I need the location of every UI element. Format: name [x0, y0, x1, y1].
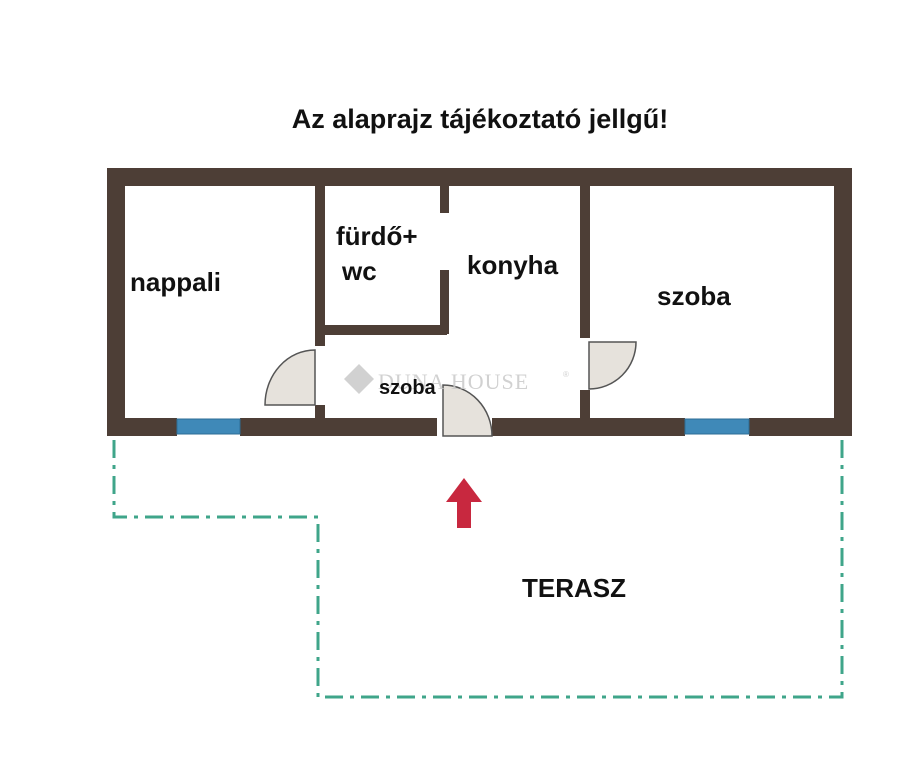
room-label-nappali: nappali	[130, 267, 221, 297]
room-label-hall: szoba	[379, 377, 437, 399]
wall-nappali-bath	[315, 186, 325, 346]
west-wall	[107, 168, 125, 436]
watermark: DUNA HOUSE ®	[344, 364, 569, 394]
entrance-arrow-icon	[446, 478, 482, 528]
door-nappali	[264, 349, 316, 406]
room-label-konyha: konyha	[467, 250, 559, 280]
wall-kitchen-room-top	[580, 186, 590, 338]
south-wall-b	[240, 418, 437, 436]
duna-house-logo-icon	[344, 364, 374, 394]
doors	[264, 341, 637, 437]
wall-bath-east-top	[440, 186, 449, 213]
north-wall	[107, 168, 852, 186]
watermark-registered-mark: ®	[563, 370, 569, 379]
wall-kitchen-room-low	[580, 390, 590, 420]
east-wall	[834, 186, 852, 436]
wall-bath-south	[315, 325, 447, 335]
door-szoba	[588, 341, 637, 390]
room-label-szoba: szoba	[657, 281, 731, 311]
walls	[107, 168, 852, 436]
windows	[176, 418, 750, 435]
wall-nappali-hall-low	[315, 405, 325, 420]
wall-bath-east-low	[440, 270, 449, 334]
plan-disclaimer-title: Az alaprajz tájékoztató jellgű!	[292, 104, 669, 134]
room-label-bath-line1: fürdő+	[336, 221, 418, 251]
watermark-text: DUNA HOUSE	[378, 369, 529, 394]
south-wall-d	[749, 418, 852, 436]
south-wall-c	[492, 418, 685, 436]
room-label-terasz: TERASZ	[522, 573, 626, 603]
room-label-bath-line2: wc	[341, 256, 377, 286]
south-wall-a	[107, 418, 177, 436]
window-szoba	[684, 418, 750, 435]
window-nappali	[176, 418, 241, 435]
terrace-outline	[112, 440, 844, 699]
door-entrance	[442, 384, 493, 437]
